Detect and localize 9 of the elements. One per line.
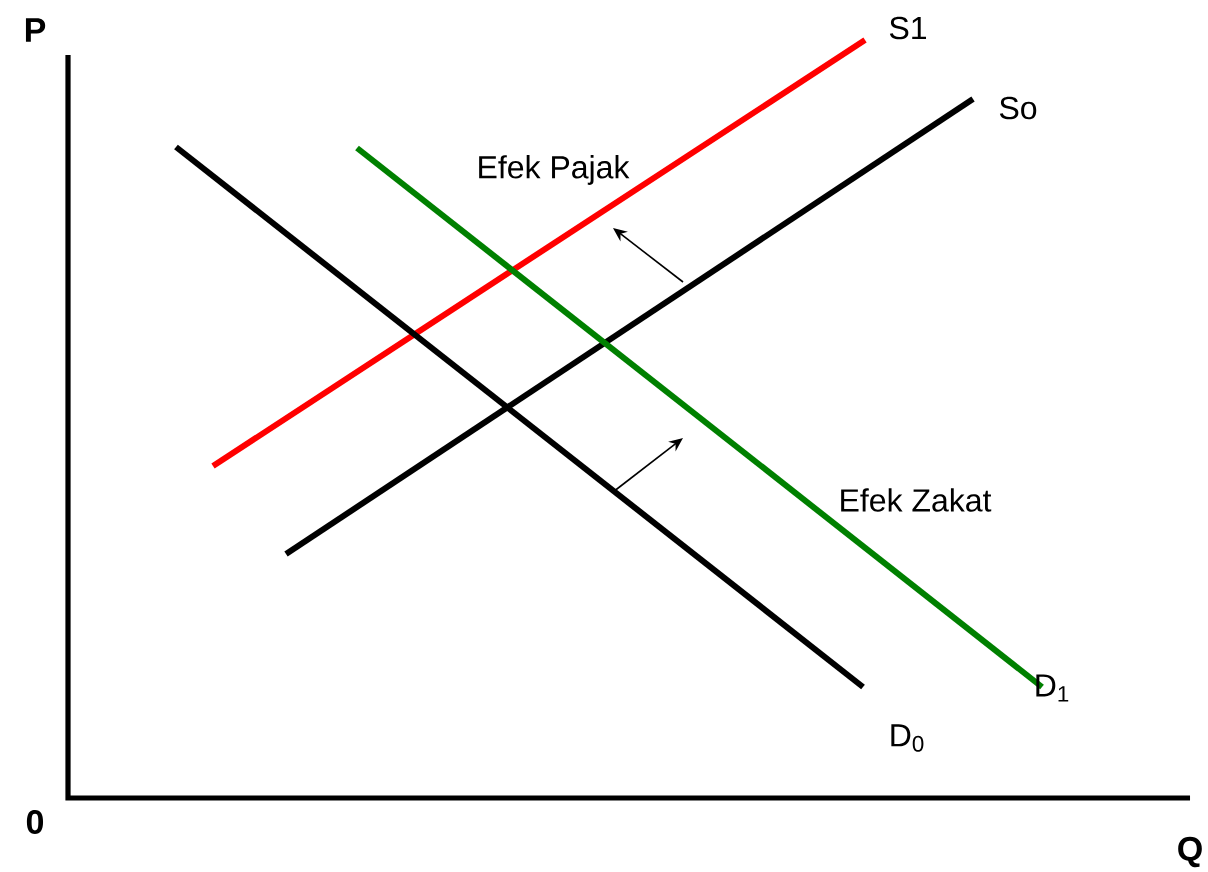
axis-label: Q [1178, 836, 1202, 868]
curve-label: S1 [889, 16, 926, 40]
curve-label: D$_{0}$ [891, 724, 924, 752]
curve-label: D$_{1}$ [1036, 674, 1069, 702]
curve-label: So [999, 96, 1037, 120]
axis-label: P [25, 18, 46, 42]
curve-label: Efek Zakat [841, 488, 992, 512]
axis-label: 0 [26, 809, 44, 835]
curve-label: Efek Pajak [479, 155, 630, 185]
